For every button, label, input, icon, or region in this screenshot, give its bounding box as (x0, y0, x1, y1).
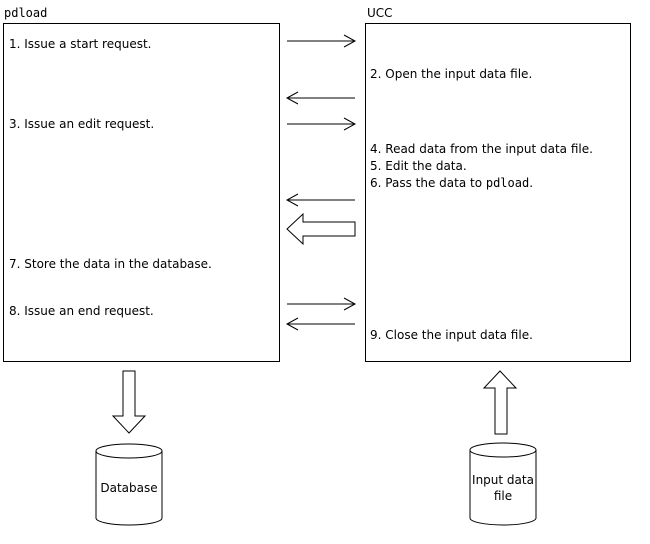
input-file-cylinder (469, 442, 537, 526)
step-7-label: 7. Store the data in the database. (9, 257, 212, 271)
pdload-box (3, 23, 280, 362)
arrow-end-response (285, 317, 355, 331)
block-arrow-data-transfer (286, 212, 356, 246)
block-arrow-from-input-file (482, 370, 518, 435)
step-1-label: 1. Issue a start request. (9, 37, 152, 51)
step-6-code: pdload (485, 176, 530, 190)
step-6-suffix: . (529, 176, 534, 190)
step-4-label: 4. Read data from the input data file. (370, 142, 593, 156)
step-8-label: 8. Issue an end request. (9, 304, 154, 318)
arrow-edit-response (285, 193, 355, 207)
database-cylinder (95, 443, 163, 526)
step-6-text: 6. Pass the data to (370, 176, 486, 190)
pdload-title: pdload (4, 6, 48, 20)
database-label: Database (100, 481, 158, 495)
step-5-label: 5. Edit the data. (370, 159, 467, 173)
arrow-edit-request (287, 117, 357, 131)
step-6-label: 6. Pass the data to pdload. (370, 176, 533, 190)
ucc-box (365, 23, 631, 362)
step-9-label: 9. Close the input data file. (370, 328, 533, 342)
arrow-end-request (287, 297, 357, 311)
block-arrow-to-database (111, 370, 147, 434)
arrow-open-file-response (285, 91, 355, 105)
input-file-label-line1: Input data (472, 473, 534, 487)
input-file-label-line2: file (493, 489, 513, 503)
ucc-title: UCC (367, 6, 393, 20)
arrow-start-request (287, 34, 357, 48)
step-2-label: 2. Open the input data file. (370, 67, 533, 81)
step-3-label: 3. Issue an edit request. (9, 117, 155, 131)
